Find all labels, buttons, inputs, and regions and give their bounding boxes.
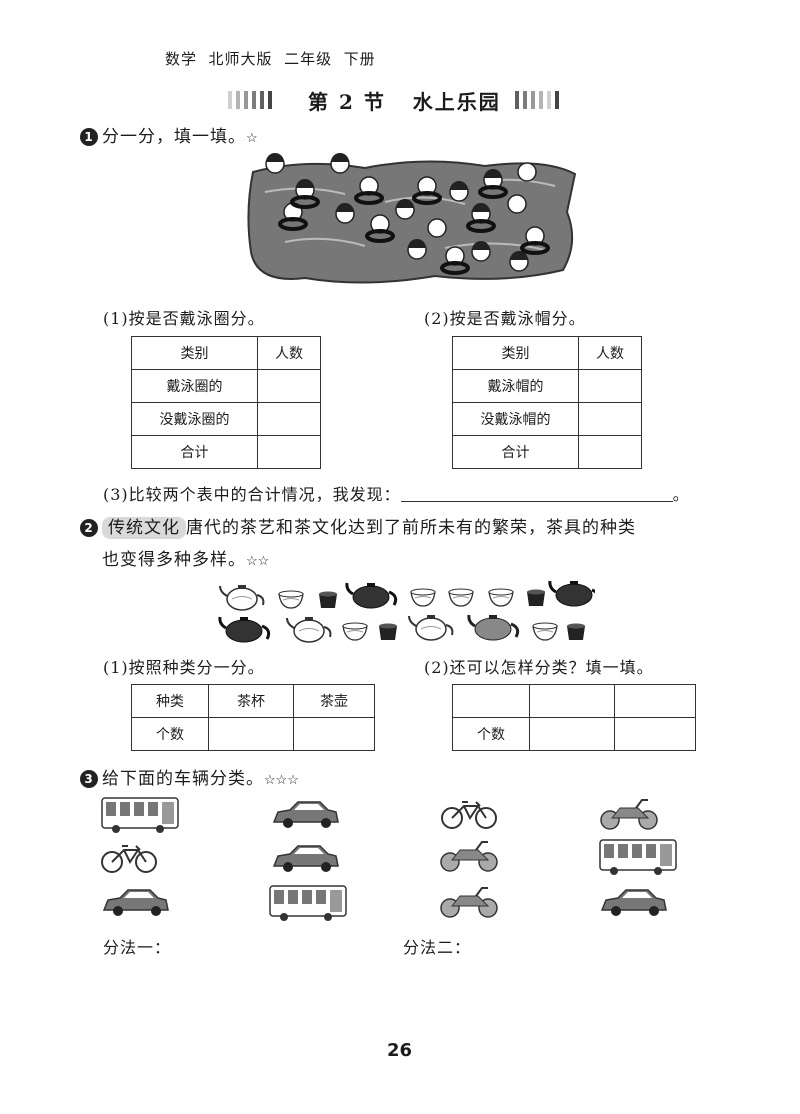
answer-cell[interactable] [614, 684, 696, 718]
table-row-label: 没戴泳帽的 [452, 402, 579, 436]
table-row-label: 个数 [131, 717, 209, 751]
question-2-text-line1: 唐代的茶艺和茶文化达到了前所未有的繁荣，茶具的种类 [186, 518, 636, 538]
difficulty-stars: ☆☆☆ [264, 773, 299, 788]
difficulty-stars: ☆ [246, 131, 258, 146]
q2-part2-label: (2)还可以怎样分类？填一填。 [424, 658, 654, 677]
method-1-answer-area[interactable] [176, 932, 376, 992]
traditional-culture-tag: 传统文化 [102, 517, 186, 539]
method-2-answer-area[interactable] [476, 932, 676, 992]
q1-part2-label: (2)按是否戴泳帽分。 [424, 309, 586, 328]
title-bars-left-decoration [228, 91, 272, 109]
method-1-label: 分法一： [103, 938, 172, 957]
vehicles-illustration [101, 797, 677, 922]
q1-table-1: 类别 人数 戴泳圈的 没戴泳圈的 合计 [131, 336, 321, 469]
table-row-label: 戴泳圈的 [131, 369, 258, 403]
q1-part3-label: (3)比较两个表中的合计情况，我发现： [103, 485, 401, 504]
swimming-pool-illustration [247, 153, 577, 284]
section-title-text: 第 2 节 水上乐园 [308, 90, 501, 114]
q2-table-1: 种类 茶杯 茶壶 个数 [131, 684, 375, 751]
page-number: 26 [387, 1040, 413, 1061]
title-bars-right-decoration [515, 91, 559, 109]
question-1-text: 分一分，填一填。 [102, 127, 246, 147]
answer-cell[interactable] [529, 717, 615, 751]
answer-cell[interactable] [208, 717, 294, 751]
answer-cell[interactable] [578, 369, 642, 403]
teaware-illustration [218, 579, 595, 644]
answer-cell[interactable] [529, 684, 615, 718]
answer-blank-line[interactable] [400, 483, 673, 502]
question-2-text-line2: 也变得多种多样。 [102, 550, 246, 570]
answer-cell[interactable] [578, 402, 642, 436]
table-row-label: 戴泳帽的 [452, 369, 579, 403]
question-number-badge: 3 [80, 770, 98, 788]
q1-part3-end: 。 [672, 485, 690, 504]
section-title: 第 2 节 水上乐园 [228, 86, 578, 116]
table-row-label: 合计 [452, 435, 579, 469]
answer-cell[interactable] [257, 435, 321, 469]
q1-part1-label: (1)按是否戴泳圈分。 [103, 309, 265, 328]
table-header-count: 人数 [257, 336, 321, 370]
q2-table-2: 个数 [452, 684, 696, 751]
answer-cell[interactable] [578, 435, 642, 469]
question-number-badge: 2 [80, 519, 98, 537]
question-3-text: 给下面的车辆分类。 [102, 769, 264, 789]
table-row-label: 个数 [452, 717, 530, 751]
q1-part3: (3)比较两个表中的合计情况，我发现： 。 [103, 481, 690, 505]
table-header-type: 种类 [131, 684, 209, 718]
table-header-teapot: 茶壶 [293, 684, 375, 718]
q2-part1-label: (1)按照种类分一分。 [103, 658, 265, 677]
q1-table-2: 类别 人数 戴泳帽的 没戴泳帽的 合计 [452, 336, 642, 469]
table-header-count: 人数 [578, 336, 642, 370]
table-header-cup: 茶杯 [208, 684, 294, 718]
answer-cell[interactable] [452, 684, 530, 718]
table-row-label: 合计 [131, 435, 258, 469]
book-header: 数学 北师大版 二年级 下册 [165, 50, 376, 68]
question-number-badge: 1 [80, 128, 98, 146]
answer-cell[interactable] [257, 369, 321, 403]
answer-cell[interactable] [614, 717, 696, 751]
table-row-label: 没戴泳圈的 [131, 402, 258, 436]
difficulty-stars: ☆☆ [246, 554, 270, 569]
table-header-category: 类别 [452, 336, 579, 370]
answer-cell[interactable] [257, 402, 321, 436]
table-header-category: 类别 [131, 336, 258, 370]
method-2-label: 分法二： [403, 938, 472, 957]
answer-cell[interactable] [293, 717, 375, 751]
